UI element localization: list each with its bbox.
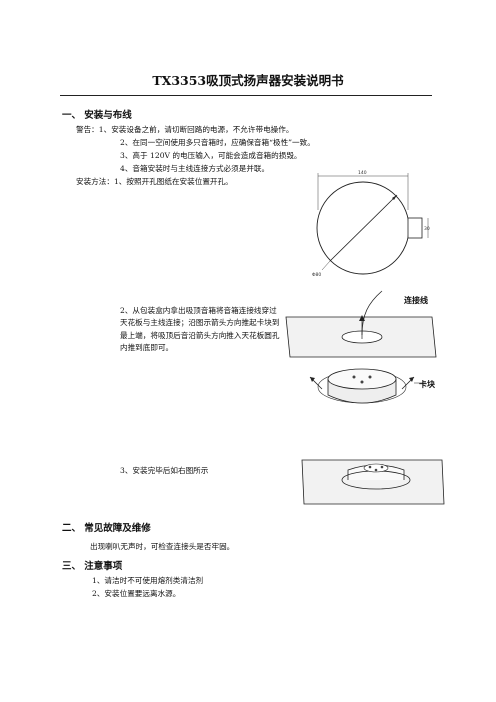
cutout-drawing: 140 30 Φ80 — [312, 170, 430, 278]
installation-drawing: 连接线 卡块 — [285, 290, 437, 404]
section-install-heading: 一、 安装与布线 — [62, 110, 132, 121]
warning-line-4: 4、音箱安装时与主线连接方式必须是并联。 — [120, 164, 270, 173]
clip-label: 卡块 — [419, 379, 436, 389]
warning-line-1: 警告：1、安装设备之前，请切断回路的电源，不允许带电操作。 — [76, 125, 294, 134]
method-step-2: 2、从包装盒内拿出吸顶音箱将音箱连接线穿过天花板与主线连接；沿图示箭头方向推起卡… — [120, 306, 280, 353]
dimension-side-label: 30 — [424, 226, 430, 232]
document-title: TX3353吸顶式扬声器安装说明书 — [152, 73, 344, 88]
diameter-label: Φ80 — [312, 272, 321, 278]
dimension-width-label: 140 — [358, 170, 367, 176]
warning-line-3: 3、高于 120V 的电压输入，可能会造成音箱的损毁。 — [120, 151, 302, 160]
finished-drawing — [301, 459, 445, 505]
method-step-3: 3、安装完毕后如右图所示 — [120, 466, 209, 475]
note-item-1: 1、请洁时不可使用熔剂类清洁剂 — [92, 576, 204, 585]
finished-ceiling-panel — [301, 459, 445, 505]
method-step-1: 安装方法：1、按照开孔图纸在安装位置开孔。 — [76, 177, 233, 186]
troubleshooting-text: 出现喇叭无声时，可检查连接头是否牢固。 — [90, 542, 235, 551]
section-notes-heading: 三、 注意事项 — [62, 561, 123, 572]
section-troubleshooting-heading: 二、 常见故障及维修 — [62, 523, 151, 534]
warning-line-2: 2、在同一空间使用多只音箱时，应确保音箱“极性”一致。 — [120, 138, 315, 147]
note-item-2: 2、安装位置要远离水源。 — [92, 589, 181, 598]
title-divider — [60, 95, 432, 96]
speaker-top — [327, 368, 397, 390]
wire-label: 连接线 — [404, 295, 428, 305]
